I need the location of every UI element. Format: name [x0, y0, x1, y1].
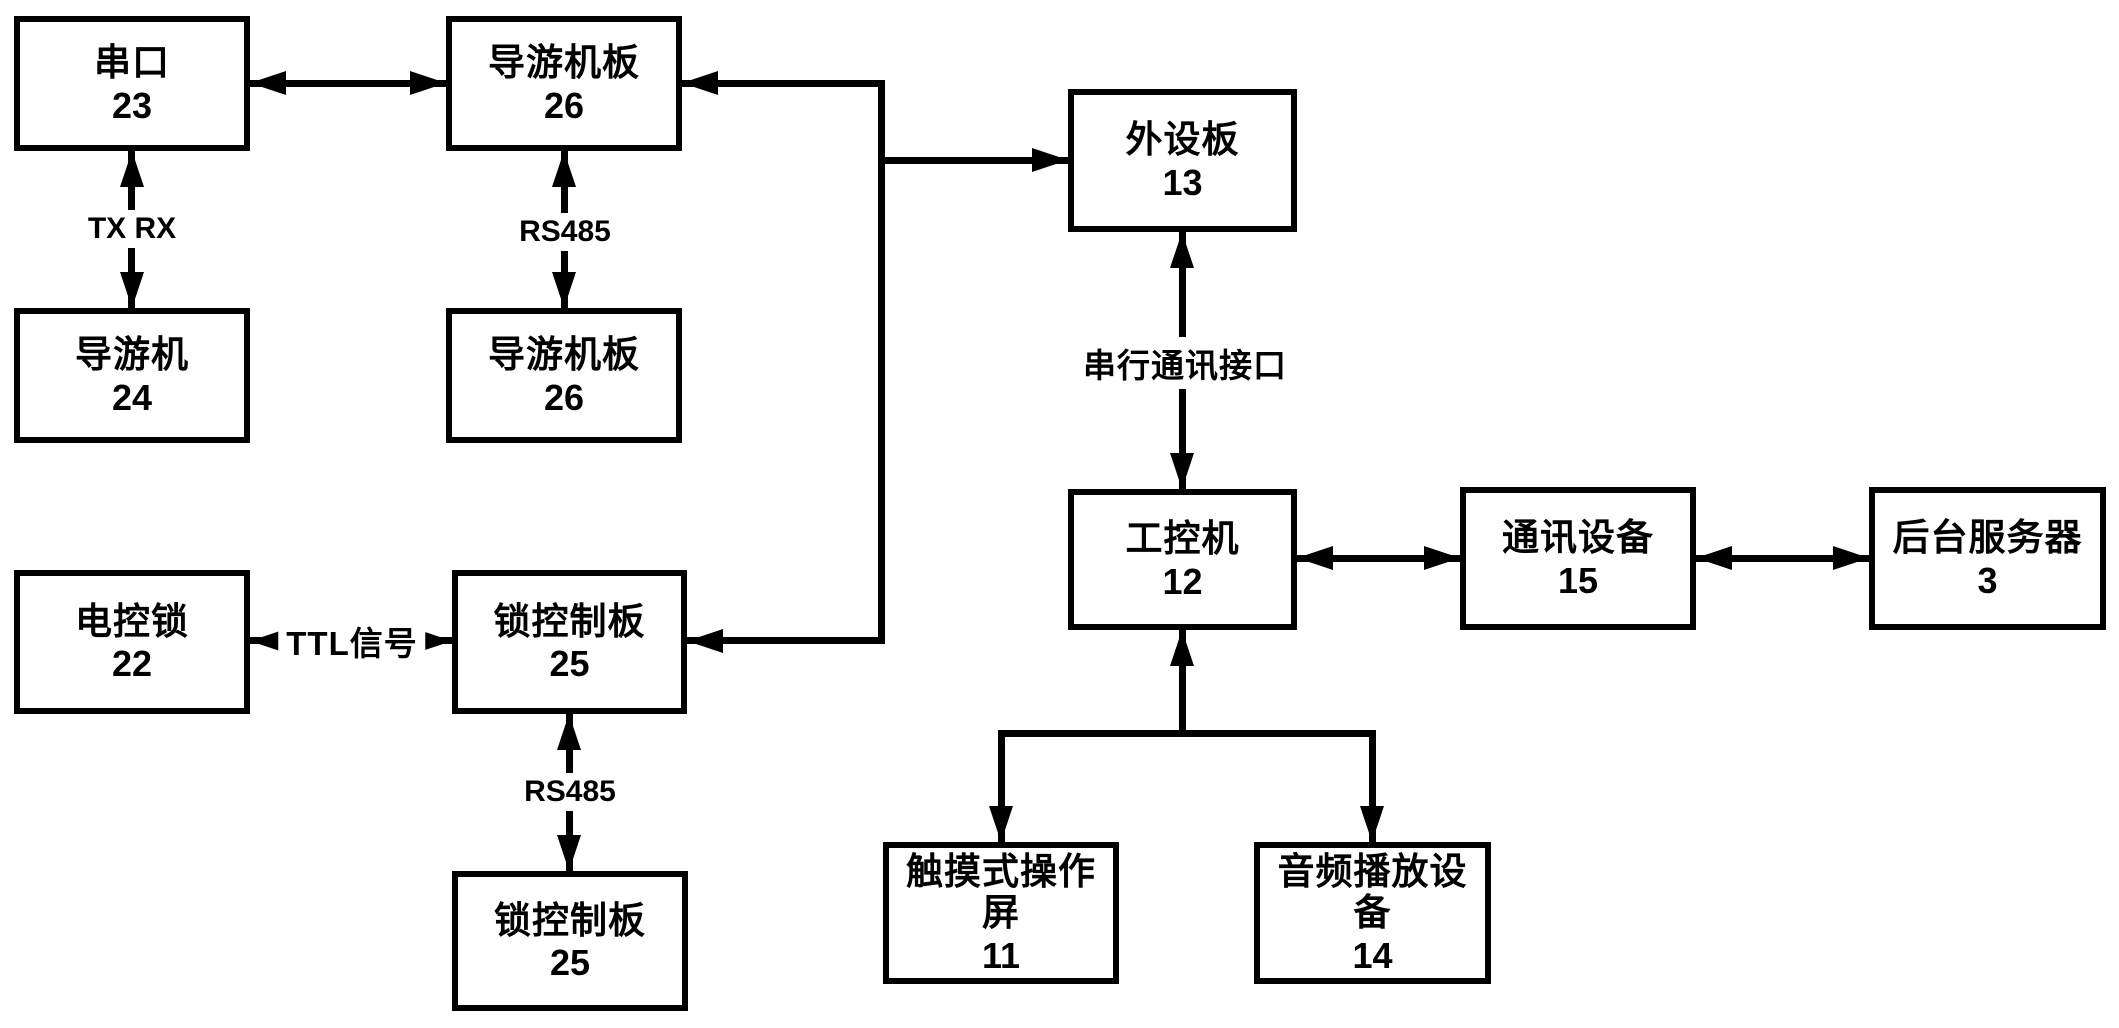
arrowhead — [687, 629, 723, 653]
trunk-branch-peripheral — [878, 157, 1068, 164]
node-industrial-pc-number: 12 — [1162, 560, 1203, 602]
arrowhead — [120, 272, 144, 308]
node-touch-screen-number: 11 — [981, 934, 1021, 976]
node-electric-lock-number: 22 — [111, 643, 153, 685]
node-serial-port-label: 串口 — [94, 42, 170, 84]
node-lock-board-top-number: 25 — [549, 643, 590, 685]
node-peripheral-board: 外设板 13 — [1068, 89, 1297, 232]
node-guide-board-bottom: 导游机板 26 — [446, 308, 682, 443]
node-comm-device-number: 15 — [1557, 559, 1599, 601]
node-touch-screen-label: 触摸式操作屏 — [906, 851, 1096, 933]
arrowhead — [552, 272, 576, 308]
connector-pc-splitter-stub — [1179, 630, 1186, 737]
splitter-branch-touchscreen — [998, 730, 1005, 842]
node-guide-board-top: 导游机板 26 — [446, 16, 682, 151]
node-guide-board-bottom-number: 26 — [543, 376, 585, 418]
arrowhead — [557, 835, 581, 871]
edge-label-serial-comm: 串行通讯接口 — [1075, 337, 1295, 389]
arrowhead — [552, 151, 576, 187]
connector-commdevice-server — [1696, 555, 1869, 562]
node-backend-server-label: 后台服务器 — [1892, 517, 2083, 559]
node-guide-device-number: 24 — [111, 376, 153, 418]
node-lock-board-bottom: 锁控制板 25 — [452, 871, 688, 1011]
node-backend-server-number: 3 — [1977, 559, 1998, 601]
node-electric-lock: 电控锁 22 — [14, 570, 250, 714]
arrowhead — [250, 71, 286, 95]
node-guide-device-label: 导游机 — [75, 334, 189, 376]
arrowhead — [1696, 546, 1732, 570]
arrowhead — [989, 806, 1013, 842]
node-backend-server: 后台服务器 3 — [1869, 487, 2106, 630]
node-peripheral-board-label: 外设板 — [1125, 119, 1240, 161]
node-serial-port: 串口 23 — [14, 16, 250, 151]
arrowhead — [1032, 148, 1068, 172]
node-touch-screen: 触摸式操作屏 11 — [883, 842, 1119, 984]
edge-label-rs485-bottom: RS485 — [516, 773, 624, 811]
node-lock-board-top-label: 锁控制板 — [493, 600, 646, 642]
node-guide-board-top-number: 26 — [543, 84, 585, 126]
node-electric-lock-label: 电控锁 — [75, 600, 189, 642]
node-lock-board-top: 锁控制板 25 — [452, 570, 687, 714]
node-comm-device: 通讯设备 15 — [1460, 487, 1696, 630]
connector-pc-commdevice — [1297, 555, 1460, 562]
arrowhead — [1833, 546, 1869, 570]
node-comm-device-label: 通讯设备 — [1502, 517, 1654, 559]
arrowhead — [1170, 232, 1194, 268]
connector-serialport-guideboard — [250, 80, 446, 87]
arrowhead — [557, 714, 581, 750]
arrowhead — [1360, 806, 1384, 842]
node-industrial-pc: 工控机 12 — [1068, 489, 1297, 630]
arrowhead — [1170, 453, 1194, 489]
node-guide-board-top-label: 导游机板 — [488, 42, 640, 84]
arrowhead — [410, 71, 446, 95]
node-lock-board-bottom-label: 锁控制板 — [494, 899, 646, 941]
splitter-horizontal — [1001, 730, 1376, 737]
node-industrial-pc-label: 工控机 — [1125, 518, 1240, 560]
splitter-branch-audio — [1369, 730, 1376, 842]
node-guide-board-bottom-label: 导游机板 — [488, 334, 640, 376]
node-peripheral-board-number: 13 — [1162, 161, 1203, 203]
arrowhead — [1170, 630, 1194, 666]
node-guide-device: 导游机 24 — [14, 308, 250, 443]
arrowhead — [682, 71, 718, 95]
arrowhead — [1297, 546, 1333, 570]
trunk-vertical-segment — [878, 80, 885, 644]
node-serial-port-number: 23 — [111, 84, 153, 126]
trunk-bottom-segment — [687, 637, 885, 644]
edge-label-ttl-signal: TTL信号 — [278, 615, 426, 667]
arrowhead — [1424, 546, 1460, 570]
node-lock-board-bottom-number: 25 — [549, 942, 591, 984]
edge-label-rs485-top: RS485 — [511, 213, 619, 251]
node-audio-player: 音频播放设备 14 — [1254, 842, 1491, 984]
node-audio-player-number: 14 — [1352, 934, 1393, 976]
trunk-top-segment — [682, 80, 885, 87]
node-audio-player-label: 音频播放设备 — [1277, 851, 1468, 933]
edge-label-tx-rx: TX RX — [79, 210, 185, 248]
arrowhead — [120, 151, 144, 187]
